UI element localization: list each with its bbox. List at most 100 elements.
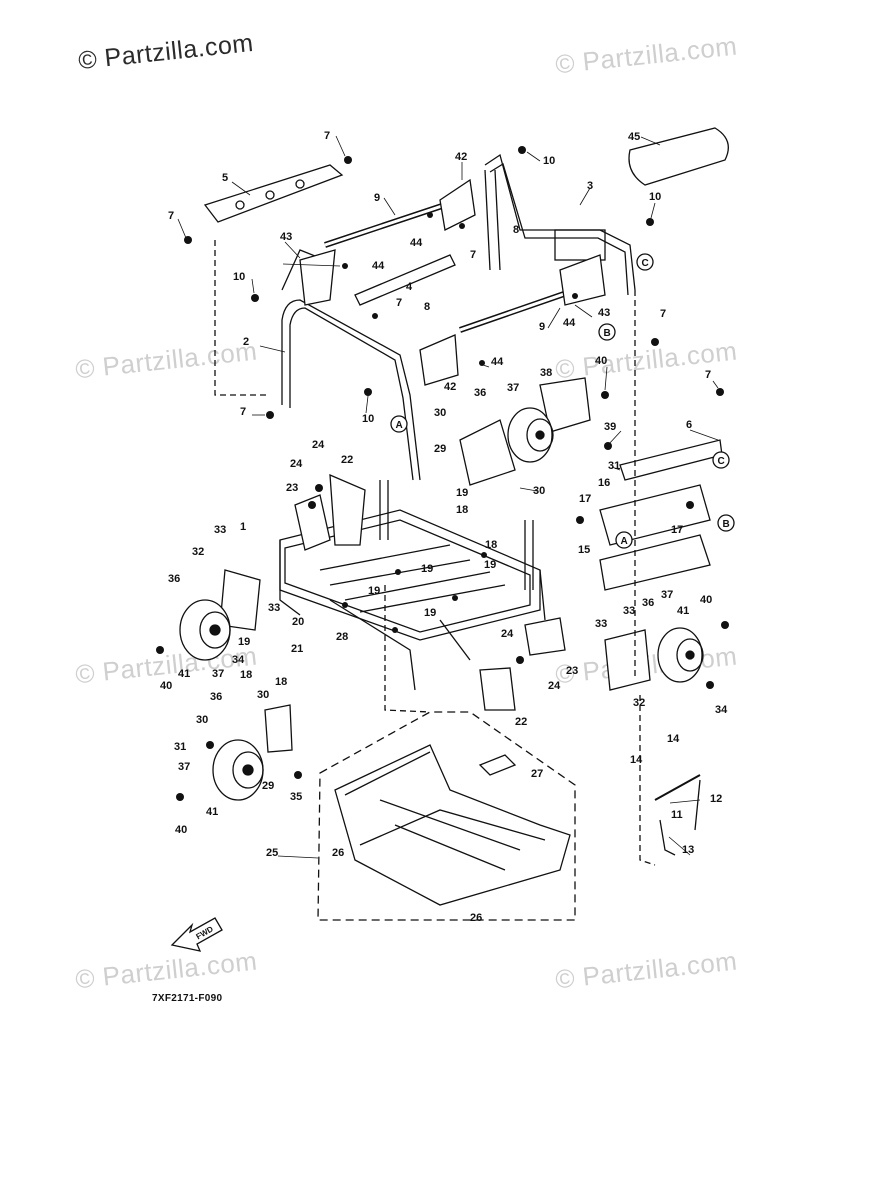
callout-30: 30 — [196, 714, 208, 726]
wheel-37 — [657, 627, 704, 683]
callout-41: 41 — [677, 605, 689, 617]
callout-35: 35 — [290, 791, 302, 803]
callout-24: 24 — [548, 680, 561, 692]
callout-7: 7 — [396, 297, 402, 309]
callout-44: 44 — [563, 317, 576, 329]
callout-44: 44 — [410, 237, 423, 249]
ref-circle-B: B — [717, 514, 735, 532]
callout-7: 7 — [660, 308, 666, 320]
callout-18: 18 — [456, 504, 468, 516]
callout-9: 9 — [374, 192, 380, 204]
callout-34: 34 — [232, 654, 245, 666]
callout-36: 36 — [210, 691, 222, 703]
callout-31: 31 — [608, 460, 620, 472]
callout-44: 44 — [491, 356, 504, 368]
callout-10: 10 — [362, 413, 374, 425]
callout-19: 19 — [238, 636, 250, 648]
callout-32: 32 — [633, 697, 645, 709]
callout-30: 30 — [257, 689, 269, 701]
callout-6: 6 — [686, 419, 692, 431]
callout-33: 33 — [268, 602, 280, 614]
callout-38: 38 — [540, 367, 552, 379]
callout-41: 41 — [178, 668, 190, 680]
callout-40: 40 — [700, 594, 712, 606]
callout-31: 31 — [174, 741, 186, 753]
wheel-37 — [179, 599, 231, 661]
callout-19: 19 — [484, 559, 496, 571]
ref-circle-A: A — [615, 531, 633, 549]
cross-bar-front — [203, 164, 344, 223]
callout-22: 22 — [341, 454, 353, 466]
callout-39: 39 — [604, 421, 616, 433]
callout-33: 33 — [623, 605, 635, 617]
wheel-37 — [212, 739, 264, 801]
callout-14: 14 — [667, 733, 680, 745]
callout-34: 34 — [715, 704, 728, 716]
callout-23: 23 — [286, 482, 298, 494]
callout-8: 8 — [513, 224, 519, 236]
main-frame — [279, 480, 546, 691]
ref-circle-C: C — [636, 253, 654, 271]
callout-5: 5 — [222, 172, 228, 184]
callout-17: 17 — [579, 493, 591, 505]
callout-29: 29 — [262, 780, 274, 792]
callout-42: 42 — [455, 151, 467, 163]
callout-30: 30 — [434, 407, 446, 419]
diagram-code: 7XF2171-F090 — [152, 993, 223, 1004]
callout-24: 24 — [290, 458, 303, 470]
callout-40: 40 — [595, 355, 607, 367]
callout-25: 25 — [266, 847, 278, 859]
callout-28: 28 — [336, 631, 348, 643]
callout-19: 19 — [456, 487, 468, 499]
callout-33: 33 — [214, 524, 226, 536]
callout-19: 19 — [424, 607, 436, 619]
roll-bar-cover — [628, 127, 729, 186]
callout-9: 9 — [539, 321, 545, 333]
callout-30: 30 — [533, 485, 545, 497]
ref-circle-A: A — [390, 415, 408, 433]
callout-19: 19 — [368, 585, 380, 597]
callout-43: 43 — [598, 307, 610, 319]
callout-17: 17 — [671, 524, 683, 536]
svg-text:A: A — [396, 420, 403, 431]
callout-36: 36 — [474, 387, 486, 399]
callout-37: 37 — [661, 589, 673, 601]
callout-10: 10 — [543, 155, 555, 167]
callout-12: 12 — [710, 793, 722, 805]
callout-36: 36 — [642, 597, 654, 609]
callout-45: 45 — [628, 131, 640, 143]
callout-7: 7 — [705, 369, 711, 381]
callout-32: 32 — [192, 546, 204, 558]
callout-40: 40 — [160, 680, 172, 692]
roll-cage-right — [484, 153, 636, 296]
callout-7: 7 — [470, 249, 476, 261]
callout-18: 18 — [485, 539, 497, 551]
callout-33: 33 — [595, 618, 607, 630]
svg-text:C: C — [718, 456, 725, 467]
callout-40: 40 — [175, 824, 187, 836]
callout-7: 7 — [324, 130, 330, 142]
callout-43: 43 — [280, 231, 292, 243]
wheel-37 — [507, 407, 554, 463]
callout-2: 2 — [243, 336, 249, 348]
callout-26: 26 — [470, 912, 482, 924]
callout-36: 36 — [168, 573, 180, 585]
callout-37: 37 — [178, 761, 190, 773]
callout-19: 19 — [421, 563, 433, 575]
callout-18: 18 — [240, 669, 252, 681]
callout-24: 24 — [501, 628, 514, 640]
ref-circle-C: C — [712, 451, 730, 469]
callout-18: 18 — [275, 676, 287, 688]
callout-4: 4 — [406, 281, 413, 293]
callout-13: 13 — [682, 844, 694, 856]
callout-27: 27 — [531, 768, 543, 780]
callout-23: 23 — [566, 665, 578, 677]
svg-text:C: C — [642, 258, 649, 269]
callout-3: 3 — [587, 180, 593, 192]
callout-10: 10 — [649, 191, 661, 203]
callout-1: 1 — [240, 521, 246, 533]
svg-text:A: A — [621, 536, 628, 547]
ref-circle-B: B — [598, 323, 616, 341]
callout-37: 37 — [507, 382, 519, 394]
